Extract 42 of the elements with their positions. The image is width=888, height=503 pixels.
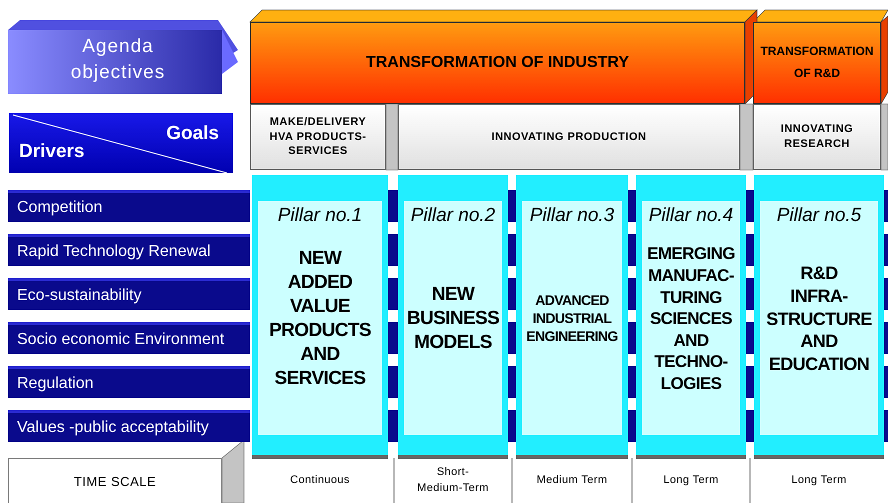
box-heading: INNOVATING PRODUCTION [490,130,648,144]
goal-box [398,104,740,170]
pillar-theme: EMERGING MANUFAC- TURING SCIENCES AND TECHNO- LOGIES [646,243,736,395]
box-heading: TRANSFORMATION OF INDUSTRY [364,52,630,73]
agenda-objective-box [753,22,881,104]
pillar-title: Pillar no.4 [648,204,734,227]
pillar-title: Pillar no.2 [410,204,496,227]
pillar-theme: NEW BUSINESS MODELS [406,282,500,356]
time-scale-value: Continuous [289,473,351,488]
driver-band [8,410,250,442]
pillar-title: Pillar no.3 [528,204,616,227]
axis-heading: Goals [166,123,219,145]
driver-band [8,278,250,310]
driver-label: Rapid Technology Renewal [17,242,211,260]
driver-label: Values -public acceptability [17,418,209,436]
box-heading: Agenda objectives [70,35,166,85]
driver-band [8,190,250,222]
driver-label: Competition [17,198,102,216]
time-scale-value: Long Term [790,473,848,488]
box-heading: MAKE/DELIVERY HVA PRODUCTS-SERVICES [268,114,368,160]
driver-label: Socio economic Environment [17,330,224,348]
driver-band [8,366,250,398]
driver-label: Regulation [17,374,94,392]
pillar-title: Pillar no.1 [276,204,364,227]
box-heading: TRANSFORMATION OF R&D [759,43,875,82]
time-scale-value: Short- Medium-Term [416,465,490,496]
row-heading: TIME SCALE [74,474,156,488]
goal-box [250,104,386,170]
driver-band [8,322,250,354]
time-scale-box [8,458,222,503]
agenda-objective-box [250,22,745,104]
goal-box [753,104,881,170]
pillar-theme: NEW ADDED VALUE PRODUCTS AND SERVICES [268,246,372,392]
axis-heading: Drivers [19,141,84,163]
pillar-theme: ADVANCED INDUSTRIAL ENGINEERING [525,292,619,346]
driver-band [8,234,250,266]
time-scale-value: Medium Term [536,473,608,488]
pillar-title: Pillar no.5 [776,204,862,227]
driver-label: Eco-sustainability [17,286,142,304]
time-scale-value: Long Term [662,473,720,488]
box-heading: INNOVATING RESEARCH [780,122,854,152]
pillar-theme: R&D INFRA- STRUCTURE AND EDUCATION [765,262,873,376]
